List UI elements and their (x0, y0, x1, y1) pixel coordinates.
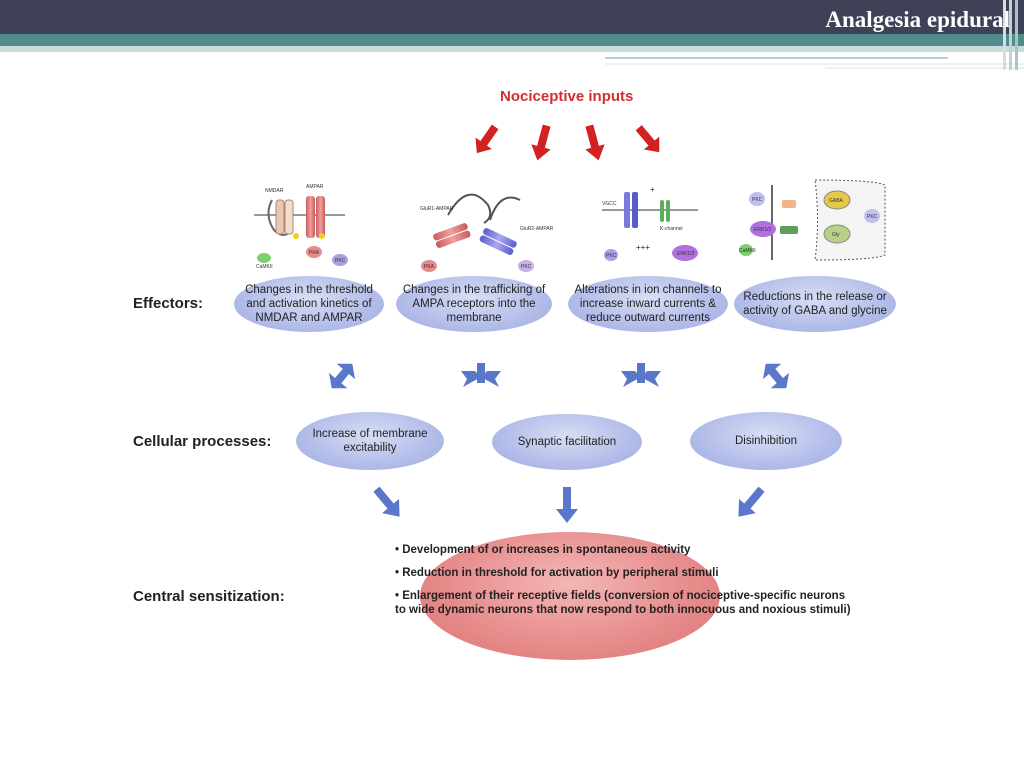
central-sensitization-label: Central sensitization: (133, 588, 285, 605)
central-bullet-3: • Enlargement of their receptive fields … (395, 590, 851, 616)
effectors-label: Effectors: (133, 295, 204, 312)
central-bullet-1: • Development of or increases in spontan… (395, 544, 691, 556)
accent-bar-light (0, 46, 605, 52)
effector-text-1: Changes in the threshold and activation … (245, 284, 373, 324)
cellular-text-2: Synaptic facilitation (517, 436, 617, 448)
effector-ellipse-1: Changes in the threshold and activation … (234, 276, 384, 332)
ion-channel-illustration: VGCC K-channel +++ + PKC ERK1/2 (602, 185, 698, 261)
svg-text:PKC: PKC (752, 197, 763, 203)
effector-text-3: Alterations in ion channels to increase … (574, 284, 722, 324)
svg-text:Gly: Gly (832, 232, 840, 238)
cellular-ellipse-3: Disinhibition (690, 412, 842, 470)
slide-title: Analgesia epidural (825, 7, 1010, 32)
gaba-glycine-illustration: GABA Gly PKC ERK1/2 CaMKII PKC (739, 179, 886, 261)
central-sensitization-ellipse (420, 532, 720, 660)
svg-text:ERK1/2: ERK1/2 (677, 251, 694, 257)
svg-text:VGCC: VGCC (602, 201, 617, 207)
svg-text:K-channel: K-channel (660, 226, 683, 232)
svg-text:PKC: PKC (606, 253, 617, 259)
receptor-illustration-2: GluR1-AMPAR GluR2-AMPAR PKA PKC (420, 193, 554, 272)
svg-text:+: + (650, 185, 655, 194)
svg-text:GluR1-AMPAR: GluR1-AMPAR (420, 206, 454, 212)
accent-bar (0, 34, 1024, 46)
blue-arrow-down-3 (738, 486, 765, 517)
svg-text:CaMKII: CaMKII (256, 264, 273, 270)
receptor-illustration-1: NMDAR AMPAR CaMKII PKA PKC (254, 184, 348, 270)
svg-text:PKC: PKC (335, 258, 346, 264)
central-sensitization-list: • Development of or increases in spontan… (395, 543, 855, 626)
svg-text:PKA: PKA (424, 264, 435, 270)
blue-arrow-effector-3 (621, 363, 661, 387)
title-bar (0, 0, 1024, 34)
red-arrow-2 (531, 124, 551, 161)
cellular-processes-label: Cellular processes: (133, 433, 272, 450)
svg-text:GluR2-AMPAR: GluR2-AMPAR (520, 226, 554, 232)
effector-ellipse-3: Alterations in ion channels to increase … (568, 276, 728, 332)
blue-arrow-effector-2 (461, 363, 501, 387)
red-arrow-1 (475, 124, 499, 154)
svg-text:PKA: PKA (309, 250, 320, 256)
red-arrow-4 (635, 125, 660, 153)
svg-text:PKC: PKC (867, 214, 878, 220)
effector-text-2: Changes in the trafficking of AMPA recep… (402, 284, 546, 324)
cellular-text-3: Disinhibition (734, 435, 797, 447)
red-arrow-3 (585, 124, 605, 161)
cellular-ellipse-1: Increase of membrane excitability (296, 412, 444, 470)
blue-arrow-effector-4 (762, 363, 790, 389)
effector-ellipse-2: Changes in the trafficking of AMPA recep… (396, 276, 552, 332)
effector-ellipse-4: Reductions in the release or activity of… (734, 276, 896, 332)
svg-text:NMDAR: NMDAR (265, 188, 284, 194)
svg-text:AMPAR: AMPAR (306, 184, 324, 190)
blue-arrow-effector-1 (328, 363, 356, 389)
decorative-lines (605, 46, 1024, 69)
cellular-ellipse-2: Synaptic facilitation (492, 414, 642, 470)
svg-text:PKC: PKC (521, 264, 532, 270)
blue-arrow-down-1 (373, 486, 400, 517)
blue-arrow-down-2 (556, 487, 578, 523)
svg-text:ERK1/2: ERK1/2 (754, 227, 771, 233)
cellular-text-1: Increase of membrane excitability (312, 428, 428, 454)
svg-text:+++: +++ (636, 243, 650, 252)
svg-text:GABA: GABA (829, 198, 844, 204)
decorative-vertical-bars (1003, 0, 1018, 70)
nociceptive-inputs-label: Nociceptive inputs (500, 88, 634, 105)
central-bullet-2: • Reduction in threshold for activation … (395, 567, 719, 579)
effector-text-4: Reductions in the release or activity of… (743, 291, 887, 317)
svg-text:CaMKII: CaMKII (739, 248, 756, 254)
